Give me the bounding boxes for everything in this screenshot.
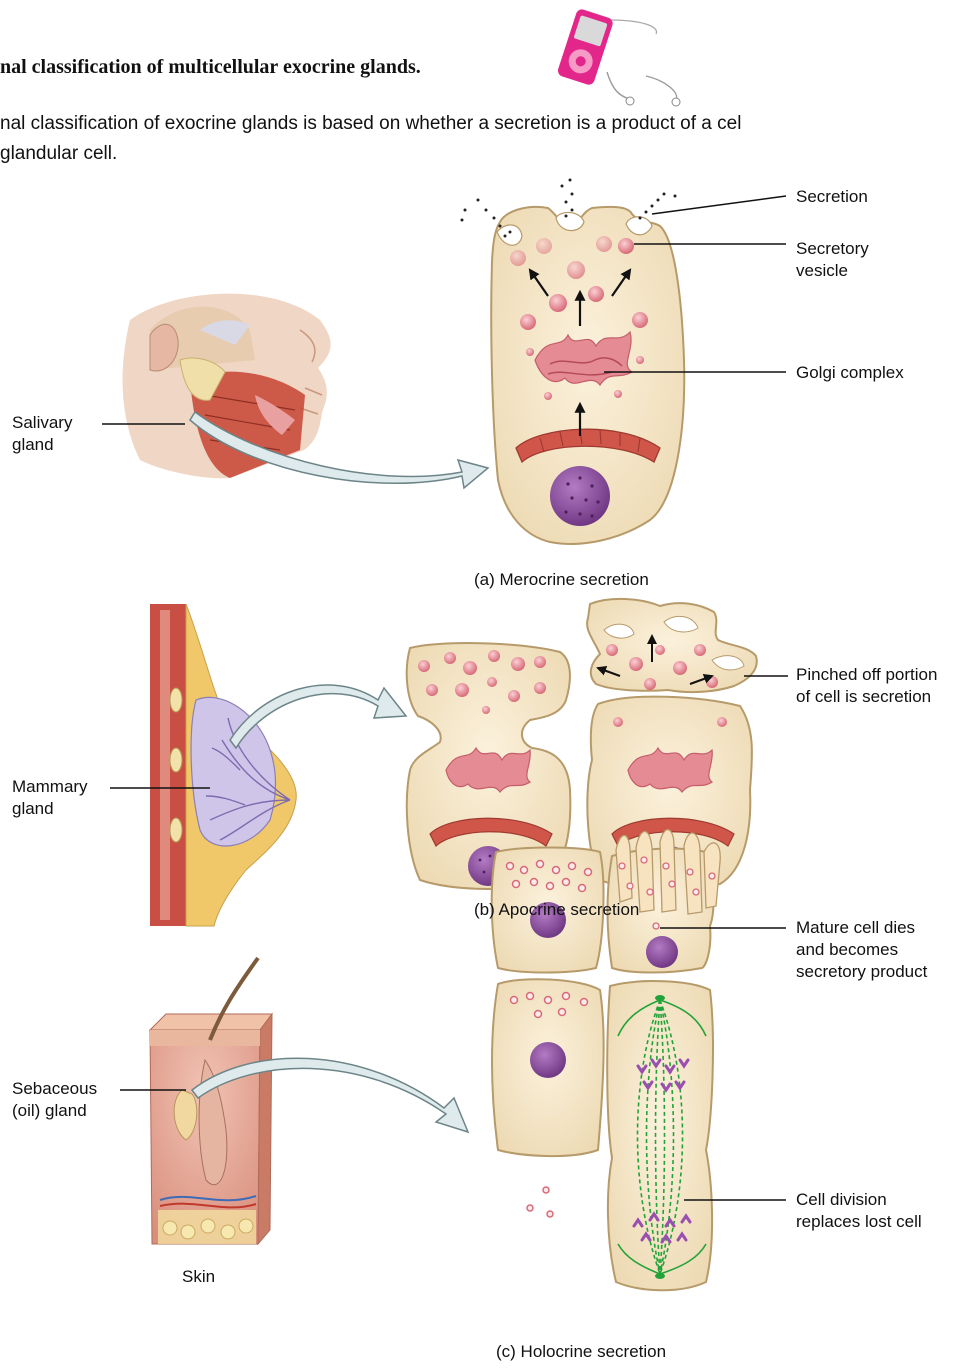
apocrine-caption: (b) Apocrine secretion <box>474 900 639 920</box>
golgi-complex-label: Golgi complex <box>796 362 904 384</box>
holocrine-caption: (c) Holocrine secretion <box>496 1342 666 1362</box>
pinched-off-label: Pinched off portion of cell is secretion <box>796 664 937 708</box>
holocrine-cells <box>492 830 721 1291</box>
cell-division-label: Cell division replaces lost cell <box>796 1189 922 1233</box>
merocrine-cell <box>461 179 685 544</box>
mature-cell-label: Mature cell dies and becomes secretory p… <box>796 917 927 983</box>
media-player-icon <box>556 8 680 106</box>
merocrine-caption: (a) Merocrine secretion <box>474 570 649 590</box>
secretory-vesicle-label: Secretory vesicle <box>796 238 869 282</box>
salivary-gland-label: Salivary gland <box>12 412 72 456</box>
breast-illustration <box>150 604 296 926</box>
mammary-gland-label: Mammary gland <box>12 776 88 820</box>
secretion-leader <box>652 196 786 214</box>
salivary-head-illustration <box>123 294 331 479</box>
skin-block-illustration <box>150 958 272 1244</box>
skin-label: Skin <box>182 1266 215 1288</box>
sebaceous-gland-label: Sebaceous (oil) gland <box>12 1078 97 1122</box>
secretion-label: Secretion <box>796 186 868 208</box>
